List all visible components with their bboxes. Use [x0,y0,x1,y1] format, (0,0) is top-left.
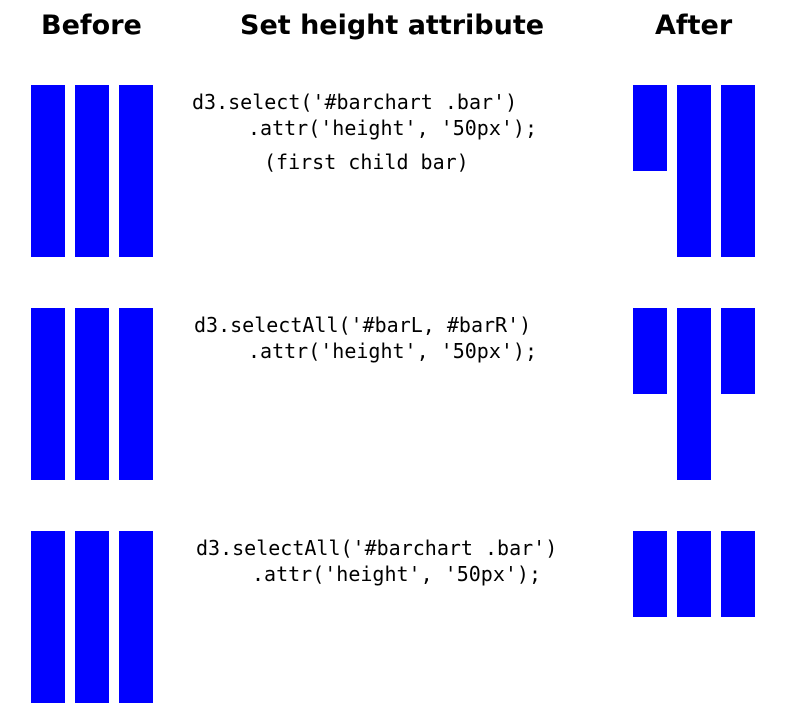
example-3-code-line-1: d3.selectAll('#barchart .bar') [196,536,558,560]
example-2-before-bar-1 [31,308,65,480]
example-3-after-bar-2 [677,531,711,617]
example-2-code-line-1: d3.selectAll('#barL, #barR') [194,313,532,337]
example-2-before-bar-3 [119,308,153,480]
example-1-after-bar-2 [677,85,711,257]
example-1-before-bar-3 [119,85,153,257]
example-1-after-bar-1 [633,85,667,171]
example-1-before-bar-2 [75,85,109,257]
example-3-code-line-2: .attr('height', '50px'); [252,562,541,586]
example-2-after-bar-1 [633,308,667,394]
example-3-before-bar-3 [119,531,153,703]
example-1-note: (first child bar) [264,150,469,174]
example-3-after-bar-3 [721,531,755,617]
example-3-before-bar-2 [75,531,109,703]
example-2-after-bar-3 [721,308,755,394]
example-1-before-bar-1 [31,85,65,257]
example-2-code-line-2: .attr('height', '50px'); [248,339,537,363]
set-height-heading: Set height attribute [240,10,545,41]
example-3-after-bar-1 [633,531,667,617]
before-heading: Before [41,10,142,41]
example-2-after-bar-2 [677,308,711,480]
after-heading: After [655,10,733,41]
example-1-code-line-2: .attr('height', '50px'); [248,116,537,140]
example-1-after-bar-3 [721,85,755,257]
example-1-code-line-1: d3.select('#barchart .bar') [192,90,518,114]
example-2-before-bar-2 [75,308,109,480]
example-3-before-bar-1 [31,531,65,703]
